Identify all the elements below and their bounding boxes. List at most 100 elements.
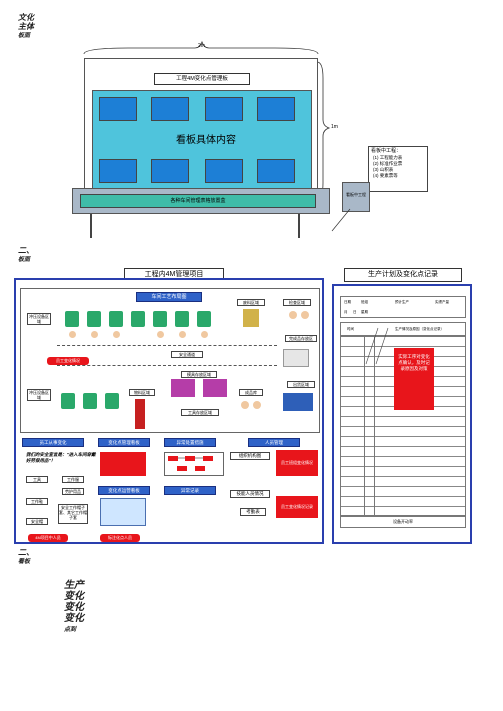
flowchart-icon — [168, 456, 213, 471]
side-sub-header: 日 — [353, 310, 357, 314]
board-content-label: 看板具体内容 — [176, 135, 236, 146]
board-cell — [257, 159, 295, 183]
side-col-divider — [364, 336, 365, 516]
side-red-note: 实际工序对变化点确认，及时记录原因及对策 — [394, 348, 434, 410]
heading-4: 生产 变化 变化 变化 点到 — [64, 580, 84, 635]
change-board-table — [100, 498, 146, 526]
material-area-label: 物料区域 — [129, 389, 155, 396]
stamp-area-label: 冲压设备区域 — [27, 389, 51, 401]
stamp-area-label: 冲压设备区域 — [27, 313, 51, 325]
section-header: 变化点管理看板 — [98, 438, 150, 447]
red-info: 员工班组变化情况 — [276, 450, 318, 476]
heading-1-line: 文化 — [18, 12, 34, 22]
side-footer: 设备开动率 — [340, 516, 466, 528]
side-panel-item: (1) 工程能力表 — [373, 155, 403, 160]
heading-3-line: 看板 — [18, 558, 31, 565]
board-leg — [90, 214, 92, 238]
floor-plan: 冲压设备区域 冲压设备区域 废料区域 检查区域 完成品存放区 安全通道 员工变化… — [20, 288, 320, 433]
ppe-item: 劳护用品 — [62, 488, 84, 495]
skill-box-label: 技能人员情况 — [230, 490, 270, 498]
side-row — [341, 417, 465, 427]
ppe-item: 安全工作帽子套、其它工作帽子套 — [58, 504, 88, 524]
diagonal-lines — [365, 327, 389, 365]
heading-1: 文化 主体 板面 — [18, 13, 34, 40]
side-panel-item: (2) 标准作业票 — [373, 161, 403, 166]
heading-4-line: 变化 — [64, 602, 84, 613]
board-cell — [151, 97, 189, 121]
worker-icon — [201, 331, 208, 338]
org-chart-label: 组织机构图 — [230, 452, 270, 460]
side-column-header: 时间 生产情况及原因（变化点记录） — [340, 322, 466, 336]
board-cell — [205, 159, 243, 183]
board-content-area: 看板具体内容 — [92, 90, 312, 190]
machine-icon — [175, 311, 189, 327]
side-header-cell: 预计生产 — [395, 300, 409, 304]
shelf-icon — [283, 349, 309, 367]
aisle-line — [57, 345, 277, 346]
board-title: 工程4M变化点管理板 — [154, 73, 250, 85]
section-header: 人员管理 — [248, 438, 300, 447]
heading-3-line: 二、 — [18, 547, 34, 557]
board-cell — [205, 97, 243, 121]
safety-slogan: 我们的安全宣言是："进入车间穿戴好劳保用品"！ — [26, 452, 96, 463]
board-cell — [257, 97, 295, 121]
mold-rack-icon — [203, 379, 227, 397]
change-board-label: 变化点运营看板 — [98, 486, 150, 495]
side-box: 看板中工程 — [342, 182, 370, 212]
side-sub-header: 星期 — [361, 310, 368, 314]
machine-icon — [153, 311, 167, 327]
tool-area-label: 工具存放区域 — [181, 409, 219, 416]
aisle-line — [57, 365, 277, 366]
worker-icon — [179, 331, 186, 338]
machine-icon — [109, 311, 123, 327]
inspect-area-label: 检查区域 — [283, 299, 311, 306]
mold-area-label: 模具存放区域 — [181, 371, 217, 378]
side-header-row: 日期 班组 预计生产 实绩产量 月 日 星期 — [340, 296, 466, 318]
heading-4-line: 变化 — [64, 613, 84, 624]
machine-icon — [87, 311, 101, 327]
heading-3: 二、 看板 — [18, 548, 34, 566]
ppe-item: 安全帽 — [26, 518, 48, 525]
worker-icon — [69, 331, 76, 338]
side-row — [341, 457, 465, 467]
side-row — [341, 407, 465, 417]
side-row — [341, 497, 465, 507]
heading-1-line: 主体 — [18, 21, 34, 31]
top-board-diagram: 2m 1m 工程4M变化点管理板 看板具体内容 各种车间管理表格放置盒 — [70, 38, 340, 238]
safety-aisle-label: 安全通道 — [171, 351, 203, 358]
inspector-icon — [301, 311, 309, 319]
worker-icon — [253, 401, 261, 409]
outbound-area-label: 出货区域 — [287, 381, 315, 388]
board-cell — [99, 97, 137, 121]
red-note: 4M项目中人员 — [28, 534, 68, 542]
red-note: 标注化点人员 — [100, 534, 140, 542]
side-sub-header: 月 — [344, 310, 348, 314]
time-header: 时间 — [347, 327, 354, 331]
side-col-divider — [374, 336, 375, 516]
base-tray-label: 各种车间管理表格放置盒 — [80, 194, 316, 208]
truck-icon — [283, 393, 313, 411]
board-cell — [99, 159, 137, 183]
side-row — [341, 477, 465, 487]
board-leg — [298, 214, 300, 238]
machine-icon — [131, 311, 145, 327]
waste-bin-icon — [243, 309, 259, 327]
ppe-item: 工具 — [26, 476, 48, 483]
heading-4-line: 生产 — [64, 580, 84, 591]
worker-icon — [91, 331, 98, 338]
machine-icon — [197, 311, 211, 327]
side-panel-item: (3) 山积表 — [373, 167, 394, 172]
side-row — [341, 437, 465, 447]
staff-change-tag: 员工变化情况 — [47, 357, 89, 365]
machine-icon — [83, 393, 97, 409]
side-header-cell: 实绩产量 — [435, 300, 449, 304]
board-cell — [151, 159, 189, 183]
attendance-label: 考勤表 — [240, 508, 266, 516]
height-bracket — [316, 61, 331, 199]
side-panel-title: 看板中工程： — [371, 148, 402, 154]
side-header-cell: 日期 — [344, 300, 351, 304]
machine-icon — [65, 311, 79, 327]
heading-1-line: 板面 — [18, 32, 31, 39]
width-label: 2m — [198, 43, 205, 49]
ppe-item: 工作鞋 — [26, 498, 48, 505]
